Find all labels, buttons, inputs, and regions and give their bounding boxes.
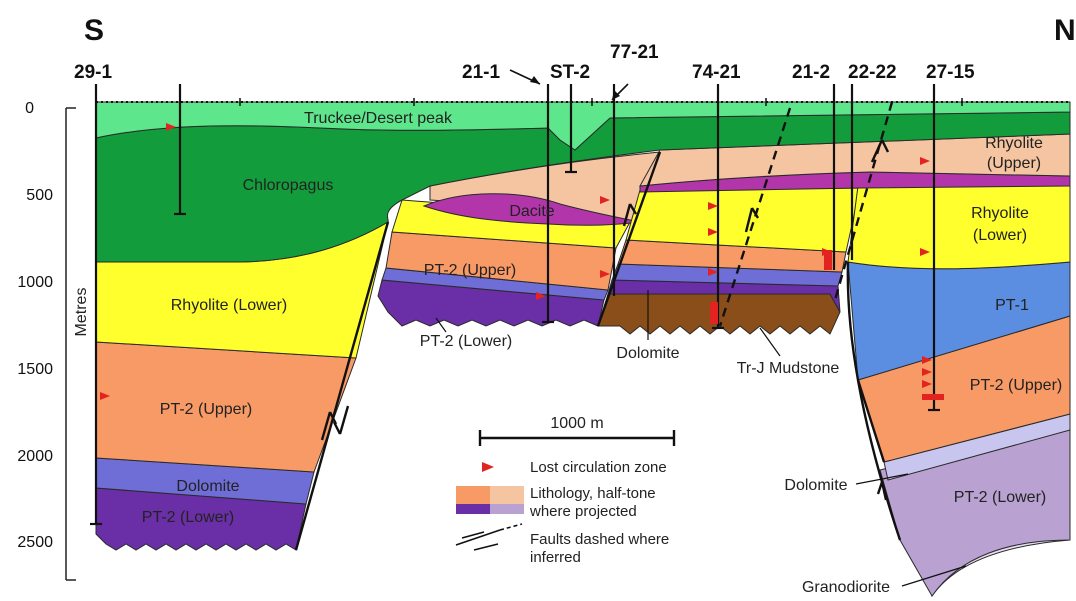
- central-block: [377, 151, 661, 327]
- unit-label-mudstone: Tr-J Mudstone: [737, 360, 840, 377]
- leader-lines: [435, 290, 967, 587]
- slip-arrow: [744, 207, 760, 233]
- depth-tick-label: 2500: [17, 534, 53, 551]
- unit-label-rhyolite-lower-south: Rhyolite (Lower): [171, 297, 287, 314]
- lost-circulation-marker: [922, 356, 932, 364]
- cover-units: [95, 101, 1071, 263]
- slip-arrow: [332, 405, 350, 435]
- depth-tick-label: 1500: [17, 361, 53, 378]
- lost-circulation-marker: [920, 157, 930, 165]
- lost-circulation-marker: [600, 196, 610, 204]
- south-block: [95, 220, 389, 551]
- unit-label-rhyolite-lower-north: Rhyolite: [971, 205, 1029, 222]
- legend-faults-label: inferred: [530, 549, 581, 566]
- depth-tick-label: 500: [26, 187, 53, 204]
- lost-circulation-marker: [708, 228, 718, 236]
- unit-label-rhyolite-upper: Rhyolite: [985, 135, 1043, 152]
- unit-pt2-lower-south: [95, 487, 307, 551]
- unit-label-pt2-upper-south: PT-2 (Upper): [160, 401, 252, 418]
- scale-bar-label: 1000 m: [550, 415, 603, 432]
- fault-north-b: [856, 379, 886, 463]
- lost-circulation-zone: [922, 394, 944, 400]
- well-label: 21-2: [792, 62, 830, 83]
- unit-label-pt2-upper-north: PT-2 (Upper): [970, 377, 1062, 394]
- direction-north: N: [1054, 14, 1076, 47]
- unit-label-granodiorite: Granodiorite: [802, 579, 890, 596]
- lost-circulation-zone: [824, 250, 832, 270]
- lost-circulation-marker: [708, 268, 718, 276]
- depth-tick-label: 1000: [17, 274, 53, 291]
- unit-label-dolomite-central: Dolomite: [616, 345, 679, 362]
- slip-arrow: [622, 203, 638, 227]
- slip-arrow: [876, 481, 888, 501]
- unit-label-dolomite-north: Dolomite: [784, 477, 847, 494]
- unit-label-pt2-upper-central: PT-2 (Upper): [424, 262, 516, 279]
- unit-label-pt1: PT-1: [995, 297, 1029, 314]
- fault-south: [294, 221, 390, 551]
- lost-circulation-marker: [166, 123, 176, 131]
- graben-block: [597, 187, 861, 335]
- fault-inferred-2: [833, 101, 894, 301]
- lost-circulation-markers: [100, 123, 944, 400]
- well-label: 21-1: [462, 62, 500, 83]
- legend-fault-icon: [455, 523, 523, 551]
- legend: Lost circulation zone Lithology, half-to…: [455, 459, 669, 566]
- well-label: 27-15: [926, 62, 975, 83]
- legend-faults-label: Faults dashed where: [530, 531, 669, 548]
- lost-circulation-marker: [708, 202, 718, 210]
- well-label: 77-21: [610, 42, 659, 63]
- unit-label-dacite: Dacite: [509, 203, 554, 220]
- unit-label-rhyolite-upper: (Upper): [987, 155, 1041, 172]
- unit-label-chloropagus: Chloropagus: [243, 177, 334, 194]
- depth-tick-label: 2000: [17, 448, 53, 465]
- unit-label-truckee: Truckee/Desert peak: [304, 110, 453, 127]
- legend-lithology-label: where projected: [529, 503, 637, 520]
- lost-circulation-marker: [600, 270, 610, 278]
- lost-circulation-zone: [710, 302, 718, 324]
- fault-inferred-1: [718, 107, 792, 327]
- unit-label-pt2-lower-central: PT-2 (Lower): [420, 333, 512, 350]
- unit-truckee: [95, 101, 1071, 151]
- legend-lithology-label: Lithology, half-tone: [530, 485, 656, 502]
- lost-circulation-marker: [922, 368, 932, 376]
- direction-south: S: [84, 14, 104, 47]
- well-label: 22-22: [848, 62, 897, 83]
- lost-circulation-marker: [100, 392, 110, 400]
- legend-lithology-swatch: [456, 486, 524, 514]
- unit-label-rhyolite-lower-north: (Lower): [973, 227, 1027, 244]
- slip-arrow: [870, 139, 890, 163]
- legend-lost-circulation-label: Lost circulation zone: [530, 459, 667, 476]
- faults: [294, 101, 902, 551]
- unit-label-pt2-lower-north: PT-2 (Lower): [954, 489, 1046, 506]
- unit-label-dolomite-south: Dolomite: [176, 478, 239, 495]
- wells: [90, 69, 963, 526]
- unit-rhyolite-lower-graben: [625, 187, 861, 253]
- lost-circulation-marker: [920, 248, 930, 256]
- depth-axis: 0 500 1000 1500 2000 2500 Metres: [17, 100, 90, 581]
- unit-rhyolite-lower-north: [847, 185, 1071, 270]
- depth-tick-label: 0: [25, 100, 34, 117]
- well-label: ST-2: [550, 62, 590, 83]
- lost-circulation-marker: [536, 292, 546, 300]
- well-label: 74-21: [692, 62, 741, 83]
- well-label: 29-1: [74, 62, 112, 83]
- depth-axis-label: Metres: [73, 288, 90, 337]
- lost-circulation-marker: [922, 380, 932, 388]
- unit-label-pt2-lower-south: PT-2 (Lower): [142, 509, 234, 526]
- scale-bar: 1000 m: [478, 415, 676, 446]
- legend-lost-circulation-icon: [482, 462, 494, 472]
- fault-central: [596, 151, 662, 327]
